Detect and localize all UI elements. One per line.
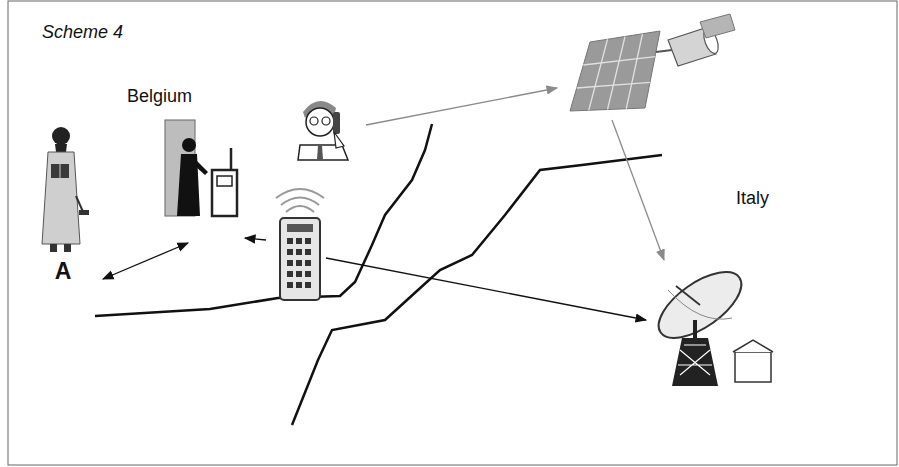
interception-terminal: [182, 138, 196, 152]
judge-figure: [42, 127, 89, 252]
mobile-device: [286, 206, 314, 212]
mobile-device: [276, 189, 324, 198]
mobile-device: [287, 238, 293, 244]
ground-station: [678, 345, 712, 375]
scheme-title: Scheme 4: [42, 22, 123, 43]
link-arrow: [326, 258, 646, 320]
mobile-device: [287, 238, 311, 288]
judge-figure: [50, 244, 57, 252]
ground-station: [676, 286, 700, 305]
caller-figure: [306, 108, 334, 136]
mobile-device: [287, 260, 293, 266]
country-label: Italy: [736, 188, 769, 209]
satellite: [577, 34, 655, 111]
judge-figure: [64, 244, 71, 252]
ground-station: [672, 338, 718, 386]
caller-figure: [334, 132, 344, 148]
caller-figure: [310, 117, 318, 125]
ground-station: [648, 259, 752, 350]
judge-figure: [42, 152, 80, 244]
mobile-device: [281, 198, 319, 206]
border-line: [95, 124, 432, 316]
caller-figure: [298, 101, 348, 160]
mobile-device: [296, 260, 302, 266]
satellite: [656, 50, 672, 52]
interception-terminal: [165, 120, 237, 216]
mobile-device: [305, 260, 311, 266]
link-arrow: [245, 238, 266, 240]
satellite: [570, 14, 735, 111]
border-line: [292, 155, 662, 425]
country-label: Belgium: [127, 86, 192, 107]
satellite: [570, 31, 660, 111]
mobile-device: [280, 218, 320, 300]
mobile-device: [287, 224, 313, 232]
satellite: [583, 57, 655, 65]
mobile-device: [305, 249, 311, 255]
caller-figure: [322, 117, 330, 125]
frame: [8, 1, 897, 465]
mobile-device: [305, 271, 311, 277]
ground-station: [735, 352, 771, 382]
mobile-device: [305, 238, 311, 244]
mobile-device: [296, 249, 302, 255]
person-label: A: [38, 258, 88, 285]
satellite: [577, 82, 650, 88]
judge-figure: [55, 144, 67, 152]
mobile-device: [287, 282, 293, 288]
mobile-device: [305, 282, 311, 288]
link-arrow: [103, 243, 188, 279]
interception-terminal: [212, 170, 237, 216]
mobile-device: [296, 282, 302, 288]
uplink-arrow: [366, 88, 557, 125]
judge-figure: [79, 210, 89, 215]
person-node: A: [38, 120, 88, 285]
interception-terminal: [217, 176, 232, 186]
mobile-device: [276, 189, 324, 300]
ground-station: [733, 340, 773, 352]
mobile-device: [296, 271, 302, 277]
mobile-device: [296, 238, 302, 244]
judge-figure: [60, 164, 61, 178]
satellite: [589, 39, 608, 110]
caller-figure: [333, 112, 340, 134]
mobile-device: [287, 249, 293, 255]
satellite: [700, 14, 735, 38]
interception-terminal: [195, 160, 208, 175]
judge-figure: [52, 127, 70, 145]
ground-station: [693, 320, 697, 338]
figure-space: [38, 120, 88, 258]
interception-terminal: [230, 148, 233, 170]
mobile-device: [287, 271, 293, 277]
satellite: [608, 37, 626, 110]
satellite: [626, 34, 642, 109]
caller-figure: [317, 145, 323, 160]
ground-station: [648, 259, 773, 386]
judge-figure: [51, 164, 69, 178]
downlink-arrow: [612, 120, 664, 260]
